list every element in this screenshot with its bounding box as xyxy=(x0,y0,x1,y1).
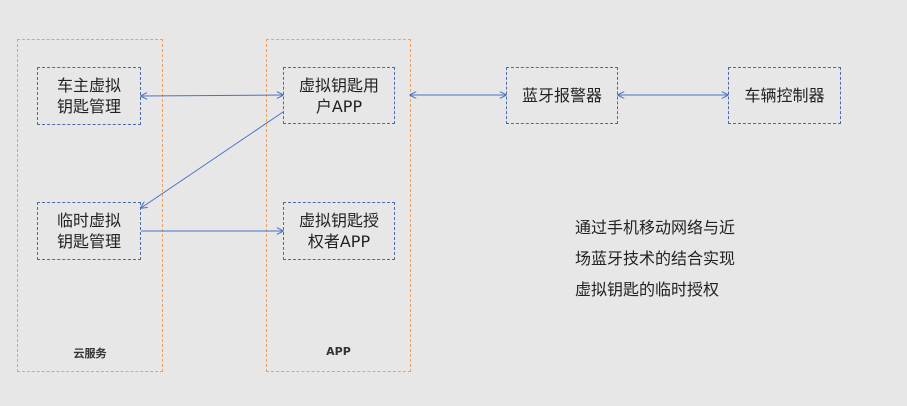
bt-alarm-node: 蓝牙报警器 xyxy=(506,67,618,124)
temp-key-management-label: 临时虚拟 钥匙管理 xyxy=(56,211,121,251)
user-app-node: 虚拟钥匙用 户APP xyxy=(283,67,395,124)
edge-owner-to-user-app xyxy=(141,95,283,96)
grantee-app-label: 虚拟钥匙授 权者APP xyxy=(298,211,379,251)
edge-user-app-to-temp-key xyxy=(141,111,284,208)
app-group: APP xyxy=(266,39,411,372)
cloud-service-group: 云服务 xyxy=(17,39,163,372)
vehicle-controller-label: 车辆控制器 xyxy=(744,86,825,105)
owner-key-management-node: 车主虚拟 钥匙管理 xyxy=(37,67,141,125)
note-line-1: 通过手机移动网络与近 xyxy=(575,218,736,237)
bt-alarm-label: 蓝牙报警器 xyxy=(521,86,602,105)
note-line-3: 虚拟钥匙的临时授权 xyxy=(575,280,720,299)
description-note: 通过手机移动网络与近 场蓝牙技术的结合实现 虚拟钥匙的临时授权 xyxy=(575,212,735,305)
owner-key-management-label: 车主虚拟 钥匙管理 xyxy=(56,76,121,116)
temp-key-management-node: 临时虚拟 钥匙管理 xyxy=(37,202,141,260)
app-group-label: APP xyxy=(326,345,351,358)
user-app-label: 虚拟钥匙用 户APP xyxy=(298,75,379,116)
vehicle-controller-node: 车辆控制器 xyxy=(728,67,841,124)
note-line-2: 场蓝牙技术的结合实现 xyxy=(575,249,736,268)
grantee-app-node: 虚拟钥匙授 权者APP xyxy=(283,202,395,260)
cloud-service-label: 云服务 xyxy=(73,347,107,360)
